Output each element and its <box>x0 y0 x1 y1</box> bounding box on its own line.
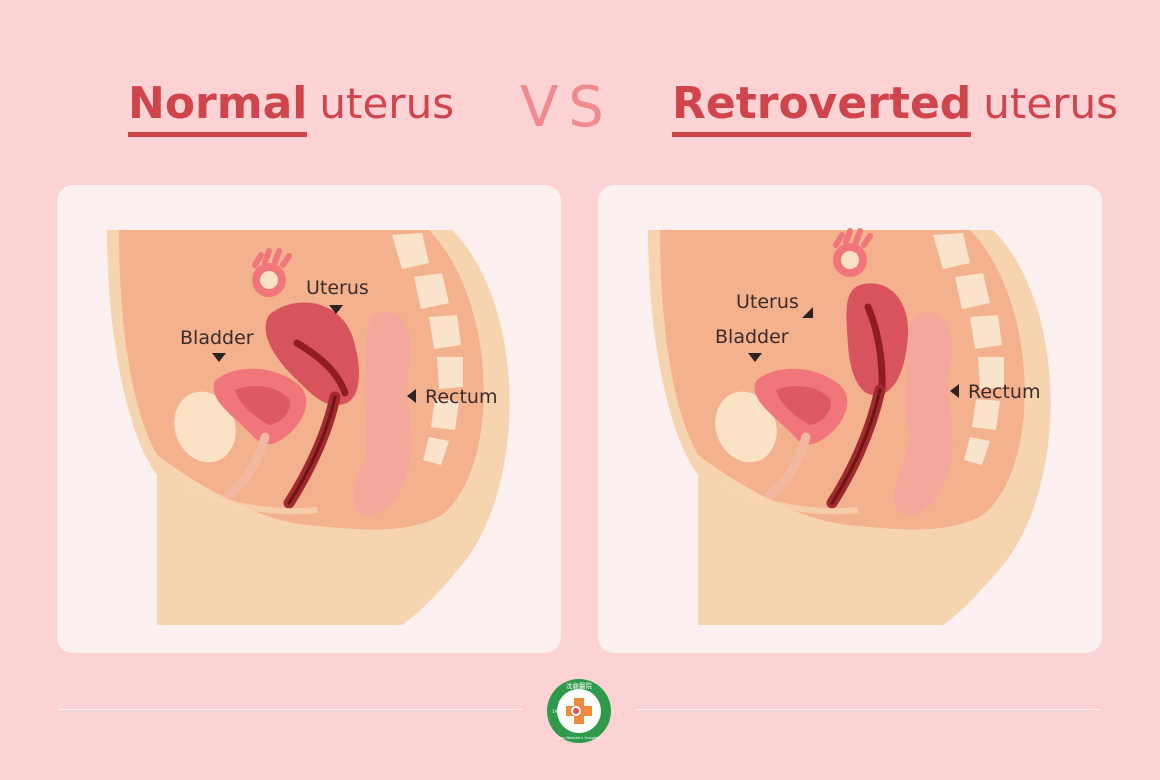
logo-name-en: Lee Women's Hospital <box>558 735 600 740</box>
ovary <box>833 228 873 277</box>
bladder-pointer-normal <box>212 353 226 362</box>
rectum-label-normal: Rectum <box>425 386 498 408</box>
rectum-pointer-normal <box>407 389 416 403</box>
spine <box>392 233 463 465</box>
logo-year: 1945 <box>552 709 563 714</box>
footer-divider-right <box>636 709 1100 710</box>
normal-pelvis-illustration <box>107 230 510 625</box>
hospital-logo: 沈齒醫院 1945 Lee Women's Hospital <box>547 679 611 743</box>
bladder-label-retroverted: Bladder <box>715 326 789 348</box>
title-emphasis-retroverted: Retroverted <box>672 78 972 137</box>
rectum <box>353 312 412 515</box>
rectum-label-retroverted: Rectum <box>968 381 1041 403</box>
title-rest-retroverted: uterus <box>983 79 1118 128</box>
normal-uterus-panel: Uterus Bladder Rectum <box>57 185 561 653</box>
urethra <box>224 432 270 500</box>
rectum-pointer-retroverted <box>950 384 959 398</box>
normal-uterus-title: Normal uterus <box>128 78 454 148</box>
title-emphasis-normal: Normal <box>128 78 308 137</box>
uterus-pointer-normal <box>329 305 343 314</box>
urethra <box>765 432 811 500</box>
ovary <box>252 248 292 297</box>
logo-name-cn: 沈齒醫院 <box>566 681 593 690</box>
vs-label: VS <box>520 75 614 140</box>
retroverted-uterus-title: Retroverted uterus <box>672 78 1118 148</box>
pubic-bone <box>715 391 777 463</box>
uterus-label-normal: Uterus <box>306 277 369 299</box>
retroverted-uterus-panel: Uterus Bladder Rectum <box>598 185 1102 653</box>
retroverted-pelvis-illustration <box>648 228 1051 625</box>
footer-divider-left <box>58 709 522 710</box>
uterus-pointer-retroverted <box>802 307 813 318</box>
bladder-label-normal: Bladder <box>180 327 254 349</box>
title-rest-normal: uterus <box>319 79 455 128</box>
bladder-pointer-retroverted <box>748 353 762 362</box>
spine <box>933 233 1004 465</box>
rectum <box>894 312 953 515</box>
uterus-label-retroverted: Uterus <box>736 291 799 313</box>
pubic-bone <box>174 391 236 463</box>
